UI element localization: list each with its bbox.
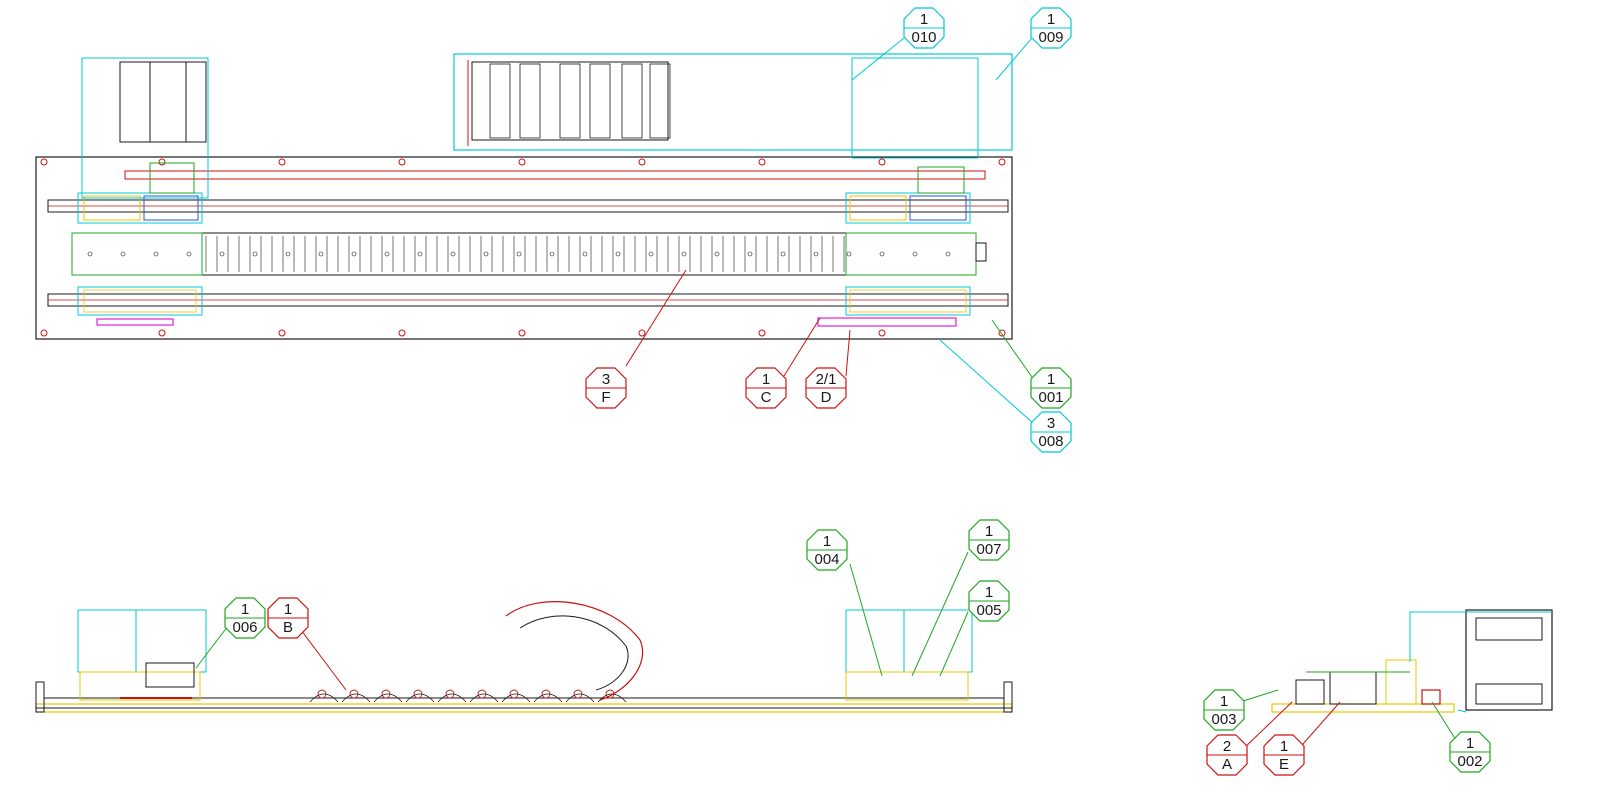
- balloon-1-003: 1 003: [1203, 689, 1245, 731]
- right-magenta-part: [817, 317, 957, 327]
- balloon-top: 2/1: [816, 371, 837, 388]
- left-carriage-lower: [77, 286, 203, 316]
- top-view: [35, 53, 1013, 340]
- balloon-top: 1: [920, 11, 928, 28]
- balloon-top: 3: [602, 371, 610, 388]
- left-cable-chain-housing: [81, 57, 209, 199]
- right-carriage-lower: [845, 286, 971, 316]
- balloon-top: 1: [1220, 693, 1228, 710]
- side-view: [1271, 609, 1553, 713]
- balloon-top: 1: [241, 601, 249, 618]
- balloon-top: 1: [985, 523, 993, 540]
- leader-lines: [195, 37, 1457, 753]
- front-right-housing: [845, 609, 973, 673]
- balloon-1-C: 1 C: [745, 367, 787, 409]
- balloon-top: 1: [284, 601, 292, 618]
- balloon-top: 1: [1047, 371, 1055, 388]
- left-carriage-upper: [77, 192, 203, 224]
- balloon-3-008: 3 008: [1030, 411, 1072, 453]
- balloon-bottom: 006: [232, 619, 257, 636]
- balloon-bottom: B: [283, 619, 293, 636]
- balloon-1-004: 1 004: [806, 529, 848, 571]
- balloon-1-006: 1 006: [224, 597, 266, 639]
- balloon-bottom: 004: [814, 551, 839, 568]
- balloon-bottom: 009: [1038, 29, 1063, 46]
- balloon-bottom: 005: [976, 602, 1001, 619]
- balloon-bottom: D: [821, 389, 832, 406]
- balloon-top: 3: [1047, 415, 1055, 432]
- side-view-chain-box: [1465, 609, 1553, 711]
- balloon-top: 1: [1280, 738, 1288, 755]
- top-chain-links: [489, 63, 671, 139]
- front-right-carriage: [845, 671, 969, 701]
- top-cable-chain-housing: [453, 53, 1013, 151]
- balloon-top: 1: [1047, 11, 1055, 28]
- top-view-rack-teeth: [87, 236, 951, 272]
- balloon-top: 1: [762, 371, 770, 388]
- balloon-bottom: A: [1222, 756, 1232, 773]
- balloon-bottom: 001: [1038, 389, 1063, 406]
- right-carriage-upper: [845, 192, 971, 224]
- left-magenta-part: [96, 318, 174, 326]
- balloon-bottom: 010: [911, 29, 936, 46]
- balloon-1-E: 1 E: [1263, 734, 1305, 776]
- balloon-1-009: 1 009: [1030, 7, 1072, 49]
- balloon-1-007: 1 007: [968, 519, 1010, 561]
- balloon-bottom: 003: [1211, 711, 1236, 728]
- front-left-carriage: [79, 671, 201, 701]
- balloon-bottom: C: [761, 389, 772, 406]
- balloon-top: 1: [823, 533, 831, 550]
- balloons: 1 010 1 009 3 F 1 C 2/1 D: [224, 7, 1491, 776]
- top-view-center-strip: [71, 232, 977, 276]
- balloon-bottom: E: [1279, 756, 1289, 773]
- front-cable-chain: [309, 689, 627, 703]
- balloon-2-A: 2 A: [1206, 734, 1248, 776]
- top-view-base-plate: [35, 156, 1013, 340]
- front-view: [35, 601, 1013, 713]
- balloon-2-1-D: 2/1 D: [805, 367, 847, 409]
- top-view-plate-bolts: [40, 158, 1006, 337]
- balloon-top: 2: [1223, 738, 1231, 755]
- balloon-3-F: 3 F: [585, 367, 627, 409]
- balloon-bottom: 008: [1038, 433, 1063, 450]
- balloon-1-001: 1 001: [1030, 367, 1072, 409]
- front-cable-chain-loop: [505, 601, 644, 701]
- side-view-base: [1271, 703, 1455, 713]
- balloon-1-005: 1 005: [968, 580, 1010, 622]
- balloon-bottom: 007: [976, 541, 1001, 558]
- balloon-1-010: 1 010: [903, 7, 945, 49]
- top-view-top-bar: [124, 170, 986, 180]
- balloon-1-002: 1 002: [1449, 731, 1491, 773]
- balloon-top: 1: [985, 584, 993, 601]
- balloon-1-B: 1 B: [267, 597, 309, 639]
- balloon-bottom: 002: [1457, 753, 1482, 770]
- balloon-top: 1: [1466, 735, 1474, 752]
- balloon-bottom: F: [601, 389, 610, 406]
